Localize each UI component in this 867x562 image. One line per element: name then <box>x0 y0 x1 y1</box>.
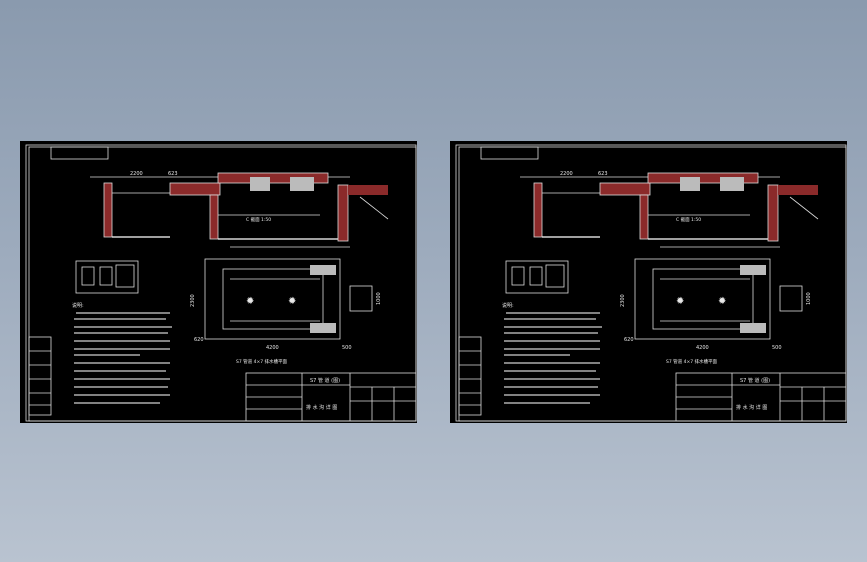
cad-drawing: 2200 623 C 截面 1:50 <box>455 144 847 422</box>
title-block: S7 管 道 (图) 排 水 沟 详 图 <box>675 372 847 422</box>
dim-section-left: 2200 <box>560 171 573 177</box>
wall-hatch-left <box>534 183 542 237</box>
plan-view: ✹ ✹ 4200 2300 1000 620 500 S7 管道 4×7 排水槽… <box>620 258 812 365</box>
plan-view: ✹ ✹ 4200 2300 1000 620 500 S7 管道 4×7 排水槽… <box>190 258 382 365</box>
inner-border <box>28 146 417 422</box>
drawing-sheet-left[interactable]: 2200 623 C 截面 1:50 <box>20 141 417 423</box>
equipment-block <box>290 177 314 191</box>
dim-plan-side: 1000 <box>376 292 382 305</box>
notes-heading: 说明: <box>502 302 514 309</box>
drain-star-icon: ✹ <box>246 296 254 307</box>
title-block: S7 管 道 (图) 排 水 沟 详 图 <box>245 372 417 422</box>
drawing-sheet-right[interactable]: 2200 623 C 截面 1:50 <box>450 141 847 423</box>
notes-heading: 说明: <box>72 302 84 309</box>
equipment-block <box>720 177 744 191</box>
wall-hatch-mid <box>640 195 648 239</box>
section-view: 2200 623 C 截面 1:50 <box>90 171 389 248</box>
drain-star-icon: ✹ <box>676 296 684 307</box>
notes-lines <box>74 312 172 404</box>
dim-plan-corner-b: 500 <box>342 345 352 351</box>
grate-bottom <box>740 323 766 333</box>
dim-plan-corner-b: 500 <box>772 345 782 351</box>
dim-section-small: 623 <box>168 171 178 177</box>
title-sub: 排 水 沟 详 图 <box>306 404 337 411</box>
revision-column <box>458 336 482 416</box>
roof-hatch <box>218 173 328 183</box>
side-pit <box>779 285 803 312</box>
roof-hatch <box>648 173 758 183</box>
slab-hatch <box>170 183 220 195</box>
wall-hatch-left <box>104 183 112 237</box>
drain-star-icon: ✹ <box>288 296 296 307</box>
dim-plan-width: 4200 <box>696 345 709 351</box>
side-pit <box>349 285 373 312</box>
title-name: S7 管 道 (图) <box>740 377 770 384</box>
cad-drawing: 2200 623 C 截面 1:50 <box>25 144 417 422</box>
grate-bottom <box>310 323 336 333</box>
section-caption: C 截面 1:50 <box>676 216 701 223</box>
revision-column <box>28 336 52 416</box>
legend-box <box>75 260 139 294</box>
plan-caption: S7 管道 4×7 排水槽平面 <box>666 358 718 365</box>
dim-plan-side: 1000 <box>806 292 812 305</box>
dim-plan-corner-a: 620 <box>194 337 204 343</box>
notes-lines <box>504 312 602 404</box>
dim-plan-height: 2300 <box>620 294 626 307</box>
plan-caption: S7 管道 4×7 排水槽平面 <box>236 358 288 365</box>
title-tab <box>50 146 109 160</box>
dim-plan-width: 4200 <box>266 345 279 351</box>
section-view: 2200 623 C 截面 1:50 <box>520 171 819 248</box>
dim-section-left: 2200 <box>130 171 143 177</box>
title-name: S7 管 道 (图) <box>310 377 340 384</box>
notes-block: 说明: <box>502 302 602 404</box>
grate-top <box>310 265 336 275</box>
title-tab <box>480 146 539 160</box>
wall-hatch-right <box>338 185 348 241</box>
drain-star-icon: ✹ <box>718 296 726 307</box>
slab-hatch <box>600 183 650 195</box>
inner-border <box>458 146 847 422</box>
title-sub: 排 水 沟 详 图 <box>736 404 767 411</box>
ledge-hatch <box>348 185 388 195</box>
notes-block: 说明: <box>72 302 172 404</box>
ledge-hatch <box>778 185 818 195</box>
wall-hatch-mid <box>210 195 218 239</box>
grate-top <box>740 265 766 275</box>
equipment-block <box>250 177 270 191</box>
dim-section-small: 623 <box>598 171 608 177</box>
dim-plan-height: 2300 <box>190 294 196 307</box>
equipment-block <box>680 177 700 191</box>
wall-hatch-right <box>768 185 778 241</box>
dim-plan-corner-a: 620 <box>624 337 634 343</box>
legend-box <box>505 260 569 294</box>
section-caption: C 截面 1:50 <box>246 216 271 223</box>
